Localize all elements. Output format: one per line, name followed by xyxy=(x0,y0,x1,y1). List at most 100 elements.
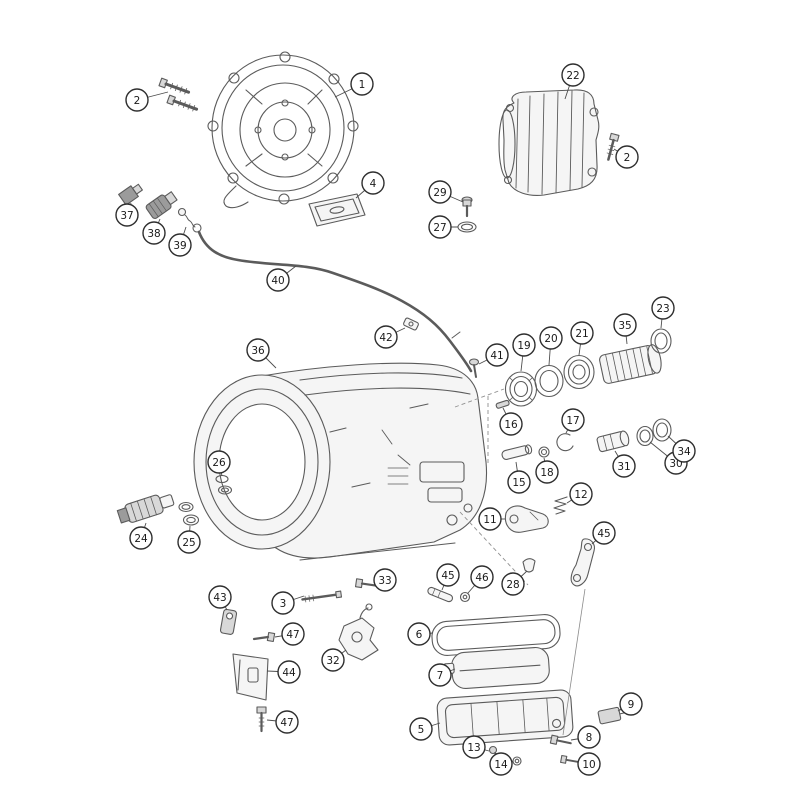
callout-circle-39[interactable] xyxy=(168,233,192,257)
callout-7[interactable]: 7 xyxy=(428,663,452,687)
callout-1[interactable]: 1 xyxy=(350,72,374,96)
callout-circle-11[interactable] xyxy=(478,507,502,531)
callout-36[interactable]: 36 xyxy=(246,338,270,362)
callout-20[interactable]: 20 xyxy=(539,326,563,350)
callout-circle-23[interactable] xyxy=(651,296,675,320)
callout-circle-37[interactable] xyxy=(115,203,139,227)
callout-circle-17[interactable] xyxy=(561,408,585,432)
callout-circle-21[interactable] xyxy=(570,321,594,345)
callout-circle-32[interactable] xyxy=(321,648,345,672)
callout-circle-44[interactable] xyxy=(277,660,301,684)
callout-circle-2[interactable] xyxy=(125,88,149,112)
callout-circle-40[interactable] xyxy=(266,268,290,292)
callout-47[interactable]: 47 xyxy=(281,622,305,646)
callout-circle-20[interactable] xyxy=(539,326,563,350)
callout-45[interactable]: 45 xyxy=(592,521,616,545)
callout-circle-41[interactable] xyxy=(485,343,509,367)
callout-8[interactable]: 8 xyxy=(577,725,601,749)
callout-10[interactable]: 10 xyxy=(577,752,601,776)
callout-circle-28[interactable] xyxy=(501,572,525,596)
callout-26[interactable]: 26 xyxy=(207,450,231,474)
callout-circle-2[interactable] xyxy=(615,145,639,169)
callout-circle-29[interactable] xyxy=(428,180,452,204)
callout-circle-5[interactable] xyxy=(409,717,433,741)
callout-21[interactable]: 21 xyxy=(570,321,594,345)
callout-40[interactable]: 40 xyxy=(266,268,290,292)
callout-35[interactable]: 35 xyxy=(613,313,637,337)
callout-41[interactable]: 41 xyxy=(485,343,509,367)
callout-19[interactable]: 19 xyxy=(512,333,536,357)
callout-32[interactable]: 32 xyxy=(321,648,345,672)
callout-circle-45[interactable] xyxy=(592,521,616,545)
callout-13[interactable]: 13 xyxy=(462,735,486,759)
callout-5[interactable]: 5 xyxy=(409,717,433,741)
callout-circle-36[interactable] xyxy=(246,338,270,362)
callout-4[interactable]: 4 xyxy=(361,171,385,195)
callout-9[interactable]: 9 xyxy=(619,692,643,716)
callout-circle-25[interactable] xyxy=(177,530,201,554)
callout-34[interactable]: 34 xyxy=(672,439,696,463)
callout-circle-24[interactable] xyxy=(129,526,153,550)
callout-circle-15[interactable] xyxy=(507,470,531,494)
callout-2[interactable]: 2 xyxy=(615,145,639,169)
callout-6[interactable]: 6 xyxy=(407,622,431,646)
callout-circle-9[interactable] xyxy=(619,692,643,716)
callout-circle-45[interactable] xyxy=(436,563,460,587)
callout-31[interactable]: 31 xyxy=(612,454,636,478)
callout-3[interactable]: 3 xyxy=(271,591,295,615)
callout-29[interactable]: 29 xyxy=(428,180,452,204)
callout-47[interactable]: 47 xyxy=(275,710,299,734)
callout-circle-34[interactable] xyxy=(672,439,696,463)
callout-circle-8[interactable] xyxy=(577,725,601,749)
callout-11[interactable]: 11 xyxy=(478,507,502,531)
callout-circle-38[interactable] xyxy=(142,221,166,245)
callout-circle-19[interactable] xyxy=(512,333,536,357)
callout-circle-6[interactable] xyxy=(407,622,431,646)
callout-circle-4[interactable] xyxy=(361,171,385,195)
callout-2[interactable]: 2 xyxy=(125,88,149,112)
callout-circle-12[interactable] xyxy=(569,482,593,506)
callout-circle-42[interactable] xyxy=(374,325,398,349)
callout-circle-26[interactable] xyxy=(207,450,231,474)
callout-circle-22[interactable] xyxy=(561,63,585,87)
callout-circle-10[interactable] xyxy=(577,752,601,776)
callout-24[interactable]: 24 xyxy=(129,526,153,550)
callout-circle-35[interactable] xyxy=(613,313,637,337)
callout-circle-47[interactable] xyxy=(281,622,305,646)
callout-27[interactable]: 27 xyxy=(428,215,452,239)
callout-43[interactable]: 43 xyxy=(208,585,232,609)
callout-circle-18[interactable] xyxy=(535,460,559,484)
callout-number-33: 33 xyxy=(378,575,391,587)
callout-circle-33[interactable] xyxy=(373,568,397,592)
callout-circle-14[interactable] xyxy=(489,752,513,776)
callout-circle-31[interactable] xyxy=(612,454,636,478)
callout-15[interactable]: 15 xyxy=(507,470,531,494)
callout-18[interactable]: 18 xyxy=(535,460,559,484)
callout-25[interactable]: 25 xyxy=(177,530,201,554)
callout-circle-16[interactable] xyxy=(499,412,523,436)
callout-12[interactable]: 12 xyxy=(569,482,593,506)
callout-23[interactable]: 23 xyxy=(651,296,675,320)
callout-14[interactable]: 14 xyxy=(489,752,513,776)
callout-39[interactable]: 39 xyxy=(168,233,192,257)
callout-circle-13[interactable] xyxy=(462,735,486,759)
callout-circle-43[interactable] xyxy=(208,585,232,609)
callout-44[interactable]: 44 xyxy=(277,660,301,684)
callout-22[interactable]: 22 xyxy=(561,63,585,87)
callout-28[interactable]: 28 xyxy=(501,572,525,596)
callout-circle-47[interactable] xyxy=(275,710,299,734)
callout-circle-1[interactable] xyxy=(350,72,374,96)
callout-38[interactable]: 38 xyxy=(142,221,166,245)
callout-16[interactable]: 16 xyxy=(499,412,523,436)
callout-17[interactable]: 17 xyxy=(561,408,585,432)
callout-45[interactable]: 45 xyxy=(436,563,460,587)
callout-37[interactable]: 37 xyxy=(115,203,139,227)
callout-circle-27[interactable] xyxy=(428,215,452,239)
callout-circle-3[interactable] xyxy=(271,591,295,615)
callout-46[interactable]: 46 xyxy=(470,565,494,589)
callout-circle-46[interactable] xyxy=(470,565,494,589)
callout-33[interactable]: 33 xyxy=(373,568,397,592)
callout-42[interactable]: 42 xyxy=(374,325,398,349)
callout-circle-7[interactable] xyxy=(428,663,452,687)
